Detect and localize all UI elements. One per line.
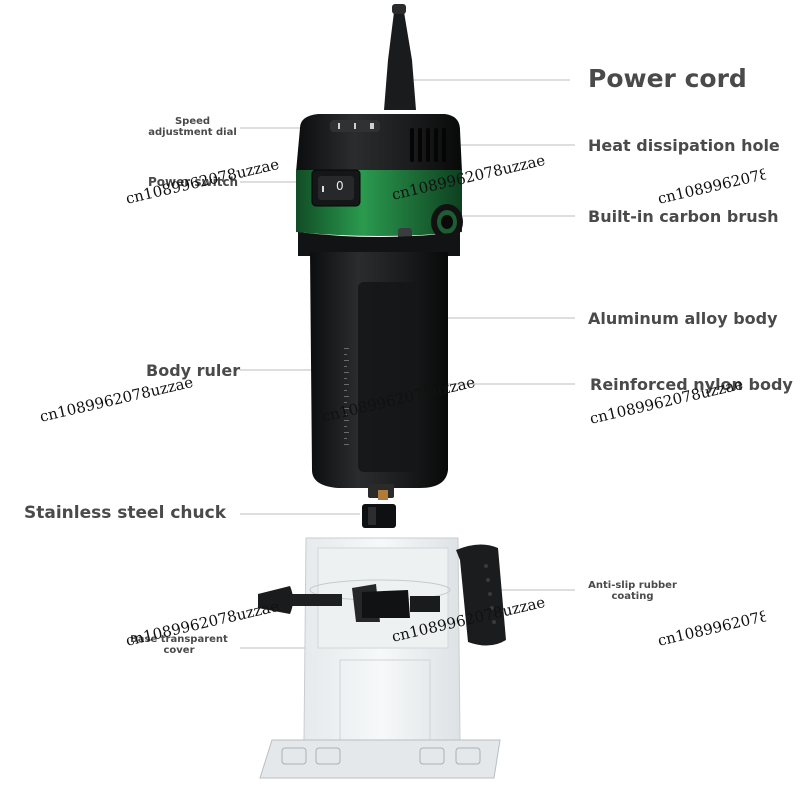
- baseplate: [259, 739, 501, 779]
- steel-chuck: [362, 504, 396, 528]
- lock-knob: [362, 590, 410, 618]
- label-base-cover: Base transparent cover: [130, 634, 228, 656]
- label-power-cord: Power cord: [588, 64, 747, 93]
- label-carbon-brush: Built-in carbon brush: [588, 207, 779, 226]
- anti-slip-handle: [456, 544, 506, 646]
- leader-lines: [240, 79, 575, 649]
- switch-symbol: 0: [336, 179, 344, 193]
- label-aluminum-body: Aluminum alloy body: [588, 309, 778, 328]
- label-nylon-body: Reinforced nylon body: [590, 375, 793, 394]
- label-power-switch: Power switch: [148, 175, 239, 189]
- heat-vents: [410, 128, 446, 162]
- label-anti-slip: Anti-slip rubber coating: [588, 580, 677, 602]
- body-ruler: [344, 348, 349, 445]
- clamp-knob: [258, 586, 293, 614]
- label-heat-hole: Heat dissipation hole: [588, 136, 780, 155]
- power-cord: [384, 12, 416, 110]
- label-chuck: Stainless steel chuck: [24, 503, 226, 523]
- label-speed-dial: Speed adjustment dial: [148, 116, 237, 138]
- nylon-insert: [358, 282, 418, 472]
- label-body-ruler: Body ruler: [146, 361, 241, 380]
